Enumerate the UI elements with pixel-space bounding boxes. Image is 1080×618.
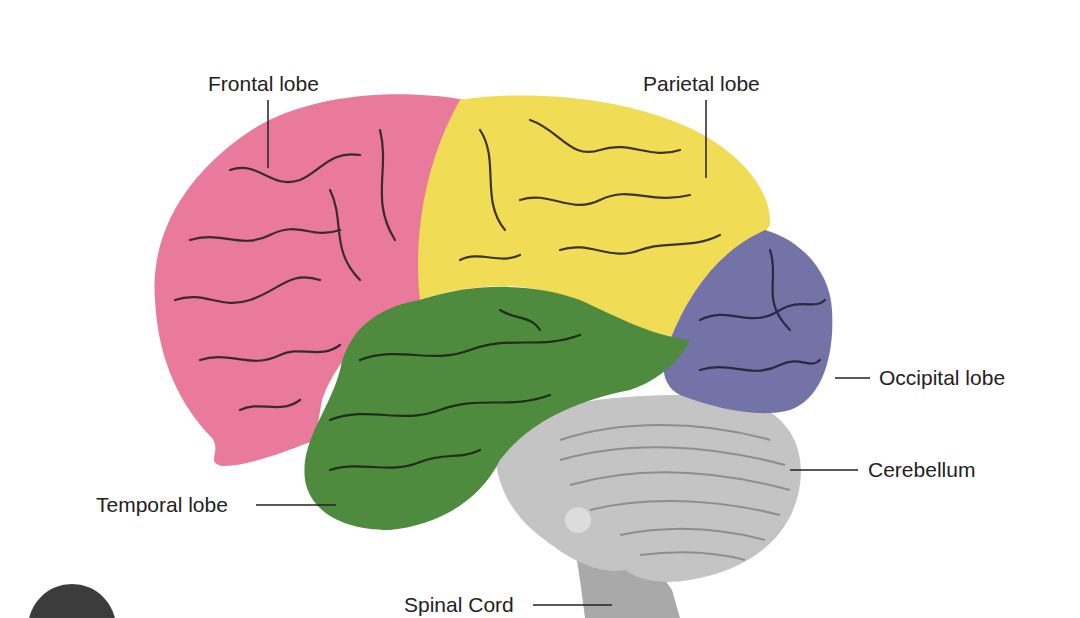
lens-icon bbox=[28, 584, 116, 618]
leader-lines bbox=[256, 100, 870, 605]
part-label: Spinal Cord bbox=[404, 592, 514, 617]
temporal-sulci bbox=[330, 310, 580, 470]
occipital-lobe-shape bbox=[663, 230, 832, 413]
part-label: Temporal lobe bbox=[96, 492, 228, 517]
parietal-sulci bbox=[460, 120, 720, 260]
occipital-sulci bbox=[700, 250, 825, 371]
cerebellum-folds bbox=[560, 425, 790, 560]
part-label: Occipital lobe bbox=[879, 365, 1005, 390]
pons-detail bbox=[565, 507, 591, 533]
temporal-lobe-shape bbox=[304, 287, 690, 530]
part-label: Frontal lobe bbox=[208, 71, 319, 96]
part-label: Cerebellum bbox=[868, 457, 975, 482]
part-label: Parietal lobe bbox=[643, 71, 760, 96]
